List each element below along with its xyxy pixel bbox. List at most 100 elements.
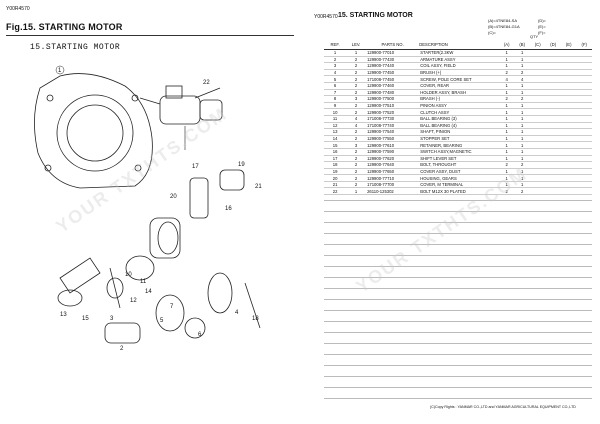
cell-f	[576, 56, 592, 64]
cell-lev: 2	[346, 56, 367, 64]
cell-a: 1	[498, 174, 515, 182]
cell-part: 26110-125302	[366, 187, 420, 196]
cell-desc: STOPPER SET	[419, 135, 499, 143]
cell-a: 1	[498, 115, 515, 123]
cell-lev: 4	[346, 122, 367, 130]
cell-f	[576, 141, 592, 149]
cell-d	[545, 82, 561, 90]
cell-d	[545, 69, 561, 77]
model-a: (A)=4TNE84-SA	[488, 18, 518, 23]
cell-lev: 2	[346, 161, 367, 169]
cell-f	[576, 174, 592, 182]
cell-a: 1	[498, 155, 515, 163]
cell-a: 2	[498, 161, 515, 169]
cell-lev: 4	[346, 115, 367, 123]
callout-13: 13	[60, 312, 67, 318]
cell-part: 129900-77430	[366, 56, 420, 64]
cell-c	[529, 181, 546, 189]
cell-a: 1	[498, 181, 515, 189]
cell-ref: 15	[324, 141, 347, 149]
cell-lev: 3	[346, 95, 367, 103]
cell-a: 1	[498, 128, 515, 136]
figure-title: Fig.15. STARTING MOTOR	[6, 22, 123, 32]
cell-part: 171008-77740	[366, 122, 420, 130]
callout-10: 10	[125, 272, 132, 278]
cell-c	[529, 161, 546, 169]
cell-f	[576, 89, 592, 97]
cell-ref: 9	[324, 102, 347, 110]
cell-part: 171008-77730	[366, 115, 420, 123]
cell-b: 1	[514, 174, 530, 182]
cell-c	[529, 155, 546, 163]
callout-labels: 1 22 17 19 21 16 20 10 11 12 14 13 15 3 …	[55, 65, 262, 352]
cell-d	[545, 161, 561, 169]
cell-desc: BOLT, THROUGHT	[419, 161, 499, 169]
cell-e	[560, 49, 577, 57]
cell-b: 1	[514, 148, 530, 156]
cell-d	[545, 148, 561, 156]
cell-d	[545, 187, 561, 196]
callout-21: 21	[255, 184, 262, 190]
model-c: (C)=	[488, 30, 496, 35]
cell-e	[560, 168, 577, 176]
cell-desc: HOLDER ASSY, BRASH	[419, 89, 499, 97]
cell-d	[545, 56, 561, 64]
cell-c	[529, 75, 546, 83]
page-code-right: Y00R4570	[314, 14, 338, 20]
cell-desc: BRASH (-)	[419, 95, 499, 103]
cell-c	[529, 122, 546, 130]
callout-4: 4	[235, 310, 239, 316]
cell-desc: SCREW, POLE CORE SET	[419, 75, 499, 83]
cell-b: 2	[514, 187, 530, 196]
cell-e	[560, 82, 577, 90]
cell-a: 1	[498, 148, 515, 156]
blank-row-line	[324, 244, 592, 245]
col-a: (A)	[498, 40, 515, 50]
cell-d	[545, 135, 561, 143]
cell-ref: 12	[324, 122, 347, 130]
cell-e	[560, 122, 577, 130]
cell-a: 2	[498, 69, 515, 77]
col-ref: REF.	[324, 40, 347, 50]
cell-desc: ARMATURE ASSY	[419, 56, 499, 64]
exploded-components	[57, 169, 261, 344]
cell-ref: 4	[324, 69, 347, 77]
cell-c	[529, 141, 546, 149]
cell-b: 1	[514, 89, 530, 97]
cell-a: 1	[498, 56, 515, 64]
cell-c	[529, 187, 546, 196]
cell-e	[560, 187, 577, 196]
cell-c	[529, 102, 546, 110]
cell-e	[560, 155, 577, 163]
col-part-no: PARTS NO.	[366, 40, 420, 50]
cell-desc: PINION ASSY	[419, 102, 499, 110]
cell-ref: 10	[324, 108, 347, 116]
cell-desc: COIL ASSY, FIELD	[419, 62, 499, 70]
cell-lev: 2	[346, 108, 367, 116]
cell-part: 129900-77610	[366, 141, 420, 149]
cell-lev: 2	[346, 174, 367, 182]
cell-a: 1	[498, 49, 515, 57]
cell-f	[576, 102, 592, 110]
cell-d	[545, 75, 561, 83]
cell-d	[545, 108, 561, 116]
cell-f	[576, 115, 592, 123]
cell-a: 1	[498, 135, 515, 143]
section-title: 15. STARTING MOTOR	[338, 12, 413, 19]
cell-desc: HOUSING, GEARS	[419, 174, 499, 182]
cell-d	[545, 128, 561, 136]
cell-f	[576, 128, 592, 136]
cell-lev: 2	[346, 148, 367, 156]
cell-part: 129900-77480	[366, 89, 420, 97]
